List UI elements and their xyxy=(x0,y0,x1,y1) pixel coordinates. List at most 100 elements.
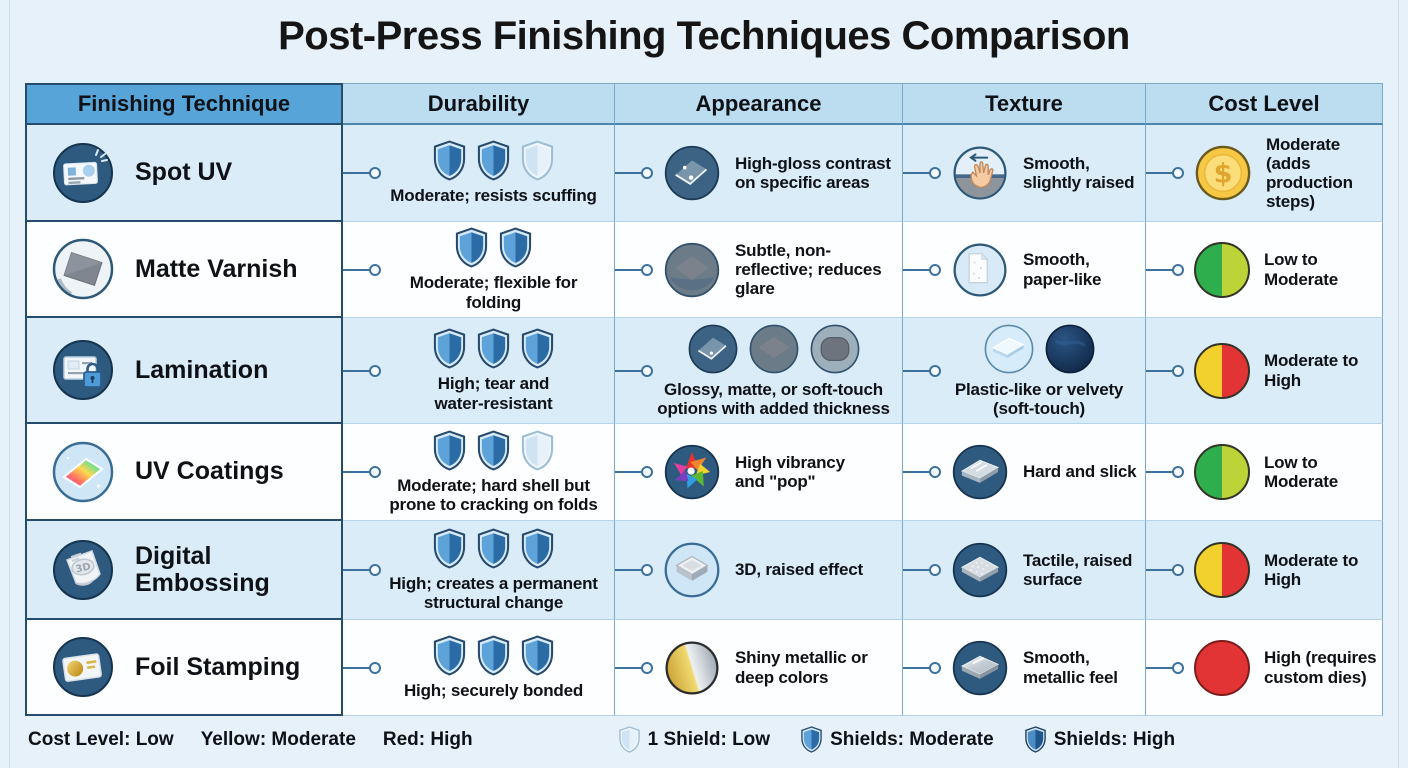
embossed-square-icon xyxy=(664,542,720,598)
connector-line xyxy=(343,167,381,179)
page-title: Post-Press Finishing Techniques Comparis… xyxy=(278,14,1130,58)
appearance-text: 3D, raised effect xyxy=(735,560,863,580)
cost-level-yellow-red-icon xyxy=(1194,342,1250,399)
legend-cost-low: Cost Level: Low xyxy=(28,728,174,750)
durability-cell: High; securely bonded xyxy=(343,620,615,716)
technique-label: Spot UV xyxy=(135,158,233,187)
technique-label: Foil Stamping xyxy=(135,652,301,681)
shield-rating xyxy=(454,227,533,268)
right-edge-line xyxy=(1398,0,1399,768)
connector-line xyxy=(1146,167,1184,179)
cost-cell: Low to Moderate xyxy=(1146,222,1383,318)
column-header-texture: Texture xyxy=(903,83,1146,125)
shield-full-icon xyxy=(477,430,510,471)
column-header-technique: Finishing Technique xyxy=(25,83,343,125)
shield-full-icon xyxy=(477,328,510,369)
texture-text: Smooth, paper-like xyxy=(1023,250,1102,289)
connector-line xyxy=(903,466,941,478)
cost-level-green-yellow-icon xyxy=(1194,444,1250,500)
connector-line xyxy=(1146,466,1184,478)
shield-rating xyxy=(432,140,555,181)
connector-line xyxy=(615,167,653,179)
shield-full-icon xyxy=(433,528,466,569)
connector-line xyxy=(615,661,653,674)
durability-text: High; securely bonded xyxy=(403,680,584,700)
shield-full-icon xyxy=(477,528,510,569)
lamination-lock-icon xyxy=(53,340,113,400)
spot-uv-card-icon xyxy=(53,142,113,203)
table-row-technique-cell: Foil Stamping xyxy=(25,620,343,716)
appearance-text: Shiny metallic or deep colors xyxy=(735,648,868,687)
appearance-text: Subtle, non-reflective; reduces glare xyxy=(735,240,882,299)
matte-option-icon xyxy=(749,324,798,374)
table-row-technique-cell: 3D Digital Embossing xyxy=(25,521,343,620)
table-row-technique-cell: Matte Varnish xyxy=(25,222,343,318)
shield-light-icon xyxy=(521,430,554,471)
legend-cost-moderate: Yellow: Moderate xyxy=(200,728,356,750)
shield-full-icon xyxy=(521,528,554,569)
color-burst-icon xyxy=(664,444,720,500)
connector-line xyxy=(343,263,381,276)
column-header-cost: Cost Level xyxy=(1146,83,1383,125)
connector-line xyxy=(343,364,381,377)
texture-cell: Hard and slick xyxy=(903,424,1146,521)
shield-full-icon xyxy=(521,328,554,369)
durability-text: High; creates a permanent structural cha… xyxy=(389,573,598,612)
shield-blue-icon xyxy=(801,726,822,753)
svg-text:3D: 3D xyxy=(75,561,92,575)
connector-line xyxy=(343,466,381,478)
column-header-appearance: Appearance xyxy=(615,83,903,125)
connector-line xyxy=(1146,263,1184,276)
soft-touch-option-icon xyxy=(810,324,859,374)
texture-cell: Smooth, paper-like xyxy=(903,222,1146,318)
technique-label: Matte Varnish xyxy=(135,254,298,283)
uv-coating-rainbow-icon xyxy=(52,441,114,502)
shield-full-icon xyxy=(433,328,466,369)
table-row-technique-cell: UV Coatings xyxy=(25,424,343,521)
legend-cost-high: Red: High xyxy=(382,728,473,750)
technique-label: UV Coatings xyxy=(135,457,284,486)
technique-label: Lamination xyxy=(135,355,269,384)
cost-text: High (requires custom dies) xyxy=(1264,648,1377,687)
durability-cell: High; tear and water-resistant xyxy=(343,318,615,424)
appearance-text: High-gloss contrast on specific areas xyxy=(735,153,891,192)
appearance-cell: 3D, raised effect xyxy=(615,521,903,620)
matte-surface-icon xyxy=(664,242,720,297)
technique-label: Digital Embossing xyxy=(135,542,270,597)
appearance-cell: High vibrancy and "pop" xyxy=(615,424,903,521)
shield-rating xyxy=(432,430,555,471)
velvet-soft-touch-icon xyxy=(1045,324,1094,374)
left-edge-line xyxy=(9,0,10,768)
textured-slab-icon xyxy=(952,542,1008,598)
connector-line xyxy=(1146,564,1184,576)
connector-line xyxy=(1146,364,1184,377)
shield-light-icon xyxy=(521,140,554,181)
shield-rating xyxy=(432,328,555,369)
table-row-technique-cell: Spot UV xyxy=(25,125,343,222)
texture-cell: Tactile, raised surface xyxy=(903,521,1146,620)
cost-cell: Moderate to High xyxy=(1146,318,1383,424)
texture-cell: Smooth, metallic feel xyxy=(903,620,1146,716)
shield-full-icon xyxy=(433,140,466,181)
comparison-table: Finishing Technique Durability Appearanc… xyxy=(25,83,1383,716)
durability-text: Moderate; resists scuffing xyxy=(390,186,597,206)
legend-shield-low: 1 Shield: Low xyxy=(618,726,770,753)
cost-text: Moderate (adds production steps) xyxy=(1266,134,1353,212)
shield-rating xyxy=(432,528,555,569)
shield-rating xyxy=(432,635,555,676)
shield-full-icon xyxy=(455,227,488,268)
matte-varnish-icon xyxy=(52,238,114,300)
texture-text: Smooth, metallic feel xyxy=(1023,648,1118,687)
connector-line xyxy=(903,263,941,276)
cost-cell: High (requires custom dies) xyxy=(1146,620,1383,716)
shield-full-icon xyxy=(477,140,510,181)
connector-line xyxy=(343,661,381,674)
connector-line xyxy=(903,564,941,576)
appearance-text: High vibrancy and "pop" xyxy=(735,452,845,491)
appearance-cell: Subtle, non-reflective; reduces glare xyxy=(615,222,903,318)
hand-touch-icon xyxy=(953,146,1007,200)
texture-cell: Smooth, slightly raised xyxy=(903,125,1146,222)
connector-line xyxy=(615,466,653,478)
svg-text:$: $ xyxy=(1214,159,1233,190)
cost-level-green-yellow-icon xyxy=(1194,241,1250,298)
